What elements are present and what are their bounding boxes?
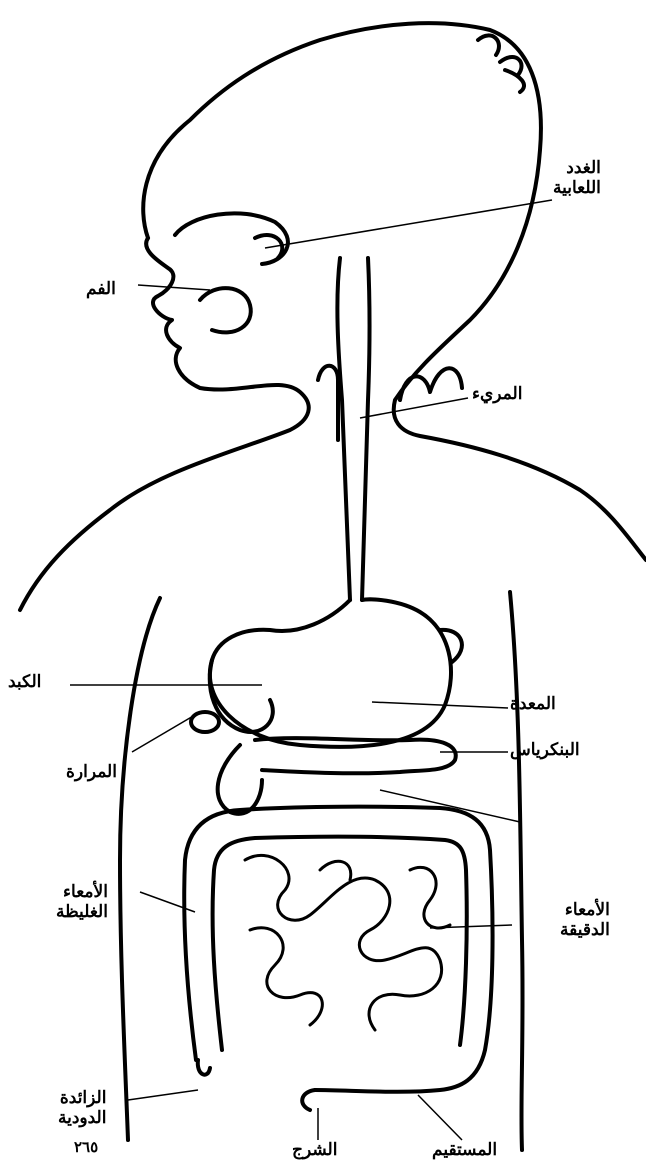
label-appendix-line2: الدودية	[58, 1108, 106, 1128]
page-number: ٢٦٥	[74, 1138, 98, 1156]
oral-cavity	[175, 213, 288, 264]
leader-large-intestine	[140, 892, 195, 912]
leader-esophagus	[360, 398, 468, 418]
duodenum	[218, 745, 262, 814]
label-anus: الشرج	[292, 1140, 337, 1160]
label-salivary-glands-line2: اللعابية	[553, 178, 601, 198]
leader-rectum	[418, 1095, 462, 1140]
small-intestine-coils	[245, 855, 450, 1030]
label-salivary-glands-line1: الغدد	[553, 158, 601, 178]
leader-mouth	[138, 285, 210, 290]
label-mouth: الفم	[86, 279, 116, 299]
label-appendix: الزائدة الدودية	[58, 1088, 106, 1128]
label-small-intestine-line2: الدقيقة	[560, 920, 610, 940]
hair	[478, 35, 524, 92]
label-liver: الكبد	[8, 672, 41, 692]
leader-stomach	[372, 702, 508, 708]
label-gallbladder: المرارة	[66, 762, 117, 782]
label-rectum: المستقيم	[432, 1140, 497, 1160]
esophagus-right	[362, 258, 370, 600]
label-stomach: المعدة	[510, 694, 556, 714]
label-small-intestine: الأمعاء الدقيقة	[560, 900, 610, 940]
leader-gallbladder	[132, 712, 200, 752]
label-small-intestine-line1: الأمعاء	[560, 900, 610, 920]
torso-left	[120, 598, 160, 1140]
torso-right	[510, 592, 523, 1150]
label-appendix-line1: الزائدة	[58, 1088, 106, 1108]
label-large-intestine-line1: الأمعاء	[56, 882, 108, 902]
appendix-shape	[198, 1060, 210, 1075]
neck-wave-right	[400, 368, 462, 400]
label-large-intestine: الأمعاء الغليظة	[56, 882, 108, 922]
neck-wave-left	[318, 366, 338, 440]
rectum-shape	[302, 1090, 315, 1110]
face-outline	[20, 238, 309, 610]
stomach-outline	[210, 599, 451, 747]
label-pancreas: البنكرياس	[510, 740, 580, 760]
label-esophagus: المريء	[472, 384, 522, 404]
label-large-intestine-line2: الغليظة	[56, 902, 108, 922]
head-outline	[143, 23, 646, 560]
mouth-cavity	[200, 288, 251, 332]
large-intestine	[184, 807, 492, 1092]
label-salivary-glands: الغدد اللعابية	[553, 158, 601, 198]
leader-appendix	[128, 1090, 198, 1100]
leader-salivary-glands	[265, 200, 552, 248]
